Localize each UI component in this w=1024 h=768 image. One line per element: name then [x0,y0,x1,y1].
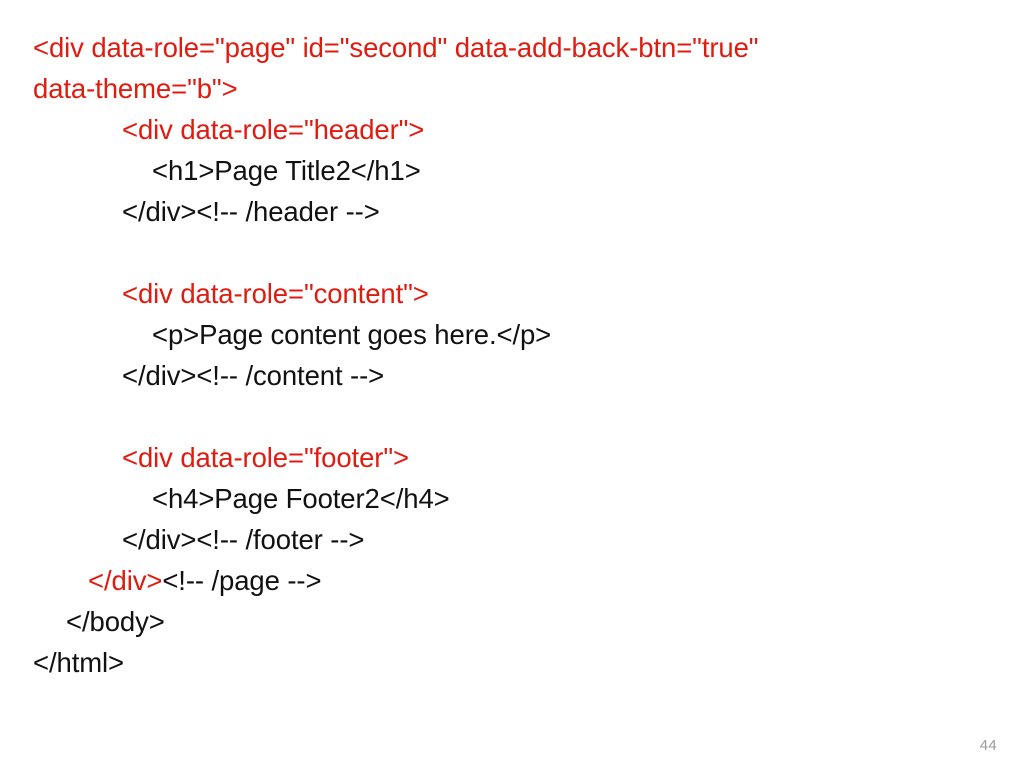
code-token-markup: <div data-role="header"> [122,114,425,145]
page-number: 44 [979,737,997,754]
code-token-markup: </div> [88,565,163,596]
code-line: </div><!-- /footer --> [33,519,993,560]
code-token-text: </div><!-- /content --> [122,360,385,391]
code-token-text: <h4>Page Footer2</h4> [152,483,450,514]
code-line: </div><!-- /page --> [33,560,993,601]
code-line: <p>Page content goes here.</p> [33,314,993,355]
code-line: <div data-role="content"> [33,273,993,314]
code-token-text: </body> [66,606,165,637]
code-token-markup: <div data-role="page" id="second" data-a… [33,32,759,63]
code-token-text: </div><!-- /header --> [122,196,380,227]
code-token-text: </html> [33,647,125,678]
code-line-blank [33,232,993,273]
code-token-markup: <div data-role="content"> [122,278,429,309]
code-line: </body> [33,601,993,642]
code-line-blank [33,396,993,437]
code-line: data-theme="b"> [33,68,993,109]
code-token-markup: <div data-role="footer"> [122,442,409,473]
code-token-text: <p>Page content goes here.</p> [152,319,552,350]
code-listing: <div data-role="page" id="second" data-a… [33,27,993,683]
code-line: <div data-role="page" id="second" data-a… [33,27,993,68]
code-token-text: </div><!-- /footer --> [122,524,365,555]
code-line: </html> [33,642,993,683]
code-line: <h4>Page Footer2</h4> [33,478,993,519]
code-token-markup: data-theme="b"> [33,73,238,104]
code-line: <h1>Page Title2</h1> [33,150,993,191]
code-line: </div><!-- /content --> [33,355,993,396]
code-token-text: <!-- /page --> [162,565,322,596]
code-token-text: <h1>Page Title2</h1> [152,155,421,186]
code-line: </div><!-- /header --> [33,191,993,232]
code-line: <div data-role="header"> [33,109,993,150]
code-line: <div data-role="footer"> [33,437,993,478]
